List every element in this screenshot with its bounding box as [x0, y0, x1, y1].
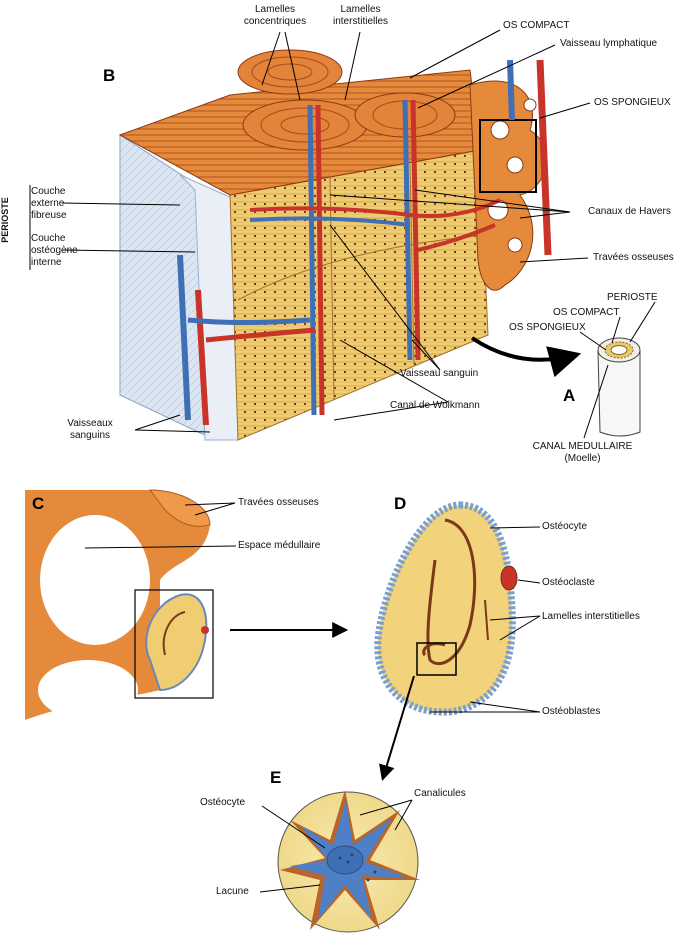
label-os-spongieux: OS SPONGIEUX	[594, 97, 671, 108]
label-vaisseaux-sanguins: Vaisseaux sanguins	[67, 418, 113, 441]
label-travees-osseuses-b: Travées osseuses	[593, 252, 674, 263]
panel-letter-c: C	[32, 494, 45, 513]
panel-a-bone-section	[470, 301, 656, 439]
panel-letter-d: D	[394, 494, 407, 513]
label-a-canal-medullaire: CANAL MEDULLAIRE (Moelle)	[532, 441, 633, 464]
label-c-espace-medullaire: Espace médullaire	[238, 540, 321, 551]
label-canal-wolkmann: Canal de Wolkmann	[390, 400, 480, 411]
panel-letter-e: E	[270, 768, 282, 787]
label-c-travees-osseuses: Travées osseuses	[238, 497, 319, 508]
osteon-top-group	[237, 49, 456, 151]
spongy-bone	[469, 80, 548, 291]
label-a-os-compact: OS COMPACT	[553, 307, 620, 318]
panel-letter-a: A	[563, 386, 576, 405]
panel-d-osteon	[374, 501, 541, 782]
label-d-osteocyte: Ostéocyte	[542, 521, 588, 532]
label-d-lamelles-interstitielles: Lamelles interstitielles	[542, 611, 640, 622]
label-e-osteocyte: Ostéocyte	[200, 797, 246, 808]
label-vaisseau-sanguin: Vaisseau sanguin	[400, 368, 479, 379]
panel-b-leader-lines	[29, 29, 591, 433]
panel-b-bone-block	[118, 49, 552, 441]
blood-vessels	[177, 59, 552, 426]
label-canaux-havers: Canaux de Havers	[588, 206, 671, 217]
label-a-perioste: PERIOSTE	[607, 292, 658, 303]
panel-c-trabecular	[25, 489, 349, 720]
periosteum-vertical-label: PERIOSTE	[0, 197, 10, 243]
label-d-osteoblastes: Ostéoblastes	[542, 706, 601, 717]
label-couche-osteogene: Couche ostéogène interne	[31, 233, 78, 268]
osteogenic-layer	[179, 174, 239, 441]
label-d-osteoclaste: Ostéoclaste	[542, 577, 595, 588]
panel-e-lacuna	[259, 790, 420, 933]
compact-front-face	[229, 149, 489, 441]
label-vaisseau-lymphatique: Vaisseau lymphatique	[560, 38, 658, 49]
panel-letter-b: B	[103, 66, 116, 85]
label-lamelles-concentriques: Lamelles concentriques	[243, 4, 307, 27]
label-e-lacune: Lacune	[216, 886, 249, 897]
label-os-compact: OS COMPACT	[503, 20, 570, 31]
label-lamelles-interstitielles: Lamelles interstitielles	[332, 4, 389, 27]
label-e-canalicules: Canalicules	[414, 788, 466, 799]
label-a-os-spongieux: OS SPONGIEUX	[509, 322, 586, 333]
label-couche-externe: Couche externe fibreuse	[31, 186, 67, 221]
